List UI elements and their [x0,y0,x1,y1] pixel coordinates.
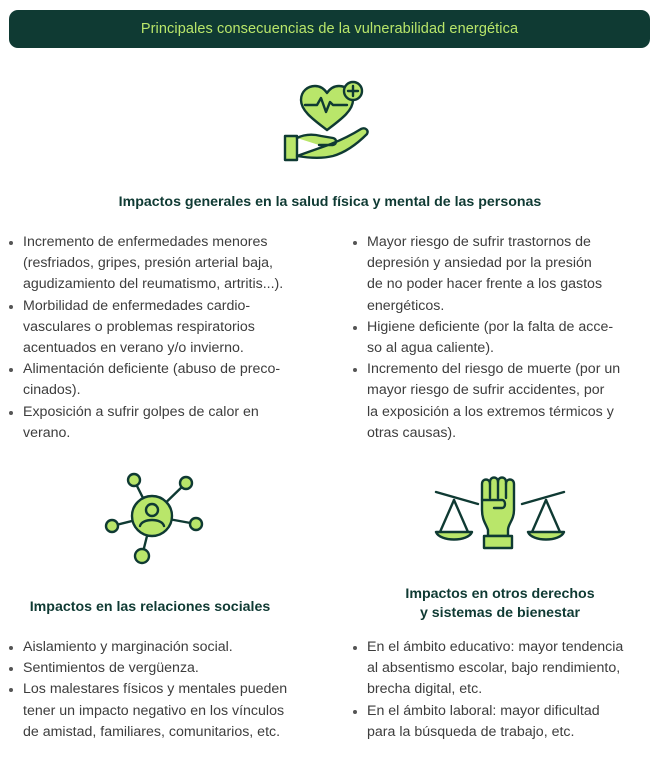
list-item-line: Incremento del riesgo de muerte (por un [367,361,621,378]
list-item: Alimentación deficiente (abuso de preco-… [8,359,328,401]
list-item-line: Los malestares físicos y mentales pueden [23,681,288,698]
list-item-line: En el ámbito educativo: mayor tendencia [367,639,624,655]
list-item: Incremento de enfermedades menores (resf… [8,232,328,296]
list-item-line: Mayor riesgo de sufrir trastornos de [367,234,591,250]
heading-salud: Impactos generales en la salud física y … [118,194,542,210]
list-item-line: depresión y ansiedad por la presión [367,255,592,272]
list-social: Aislamiento y marginación social. Sentim… [8,637,328,743]
list-item-line: agudizamiento del reumatismo, artritis..… [23,276,284,293]
social-network-icon [104,472,204,565]
banner-title: Principales consecuencias de la vulnerab… [140,21,519,37]
list-item-line: vasculares o problemas respiratorios [23,318,255,335]
heart-in-hand-icon [283,80,369,162]
list-item-line: para la búsqueda de trabajo, etc. [367,723,575,740]
list-item-line: tener un impacto negativo en los vínculo… [23,702,285,719]
list-item-line: otras causas). [367,424,457,441]
list-item-line: verano. [23,424,71,441]
list-item: Aislamiento y marginación social. [8,637,328,658]
list-item-line: energéticos. [367,297,445,314]
list-salud-left: Incremento de enfermedades menores (resf… [8,232,328,444]
heading-social: Impactos en las relaciones sociales [29,599,271,615]
list-item-line: so al agua caliente). [367,340,494,357]
list-item: Incremento del riesgo de muerte (por un … [352,359,652,444]
list-item: Morbilidad de enfermedades cardio- vascu… [8,296,328,360]
list-item: Los malestares físicos y mentales pueden… [8,679,328,743]
list-item: Higiene deficiente (por la falta de acce… [352,317,652,359]
list-item-line: cinados). [23,382,81,399]
list-item-line: Exposición a sufrir golpes de calor en [23,403,259,420]
list-item-line: Alimentación deficiente (abuso de preco- [23,361,281,378]
list-item-line: acentuados en verano y/o invierno. [23,340,244,357]
list-item-line: Incremento de enfermedades menores [23,234,268,250]
list-item-line: la exposición a los extremos térmicos y [367,403,614,420]
list-item-line: Aislamiento y marginación social. [23,639,233,655]
list-item-line: mayor riesgo de sufrir accidentes, por [367,382,605,399]
list-item-line: (resfriados, gripes, presión arterial ba… [23,255,273,272]
list-item-line: Higiene deficiente (por la falta de acce… [367,318,614,335]
list-item-line: al absentismo escolar, bajo rendimiento, [367,660,621,677]
list-item-line: de amistad, familiares, comunitarios, et… [23,723,281,740]
list-item-line: Morbilidad de enfermedades cardio- [23,297,251,314]
list-item-line: Sentimientos de vergüenza. [23,660,199,677]
heading-derechos: Impactos en otros derechos y sistemas de… [405,586,595,621]
list-item-line: de no poder hacer frente a los gastos [367,276,603,293]
title-banner: Principales consecuencias de la vulnerab… [9,10,650,48]
list-item: Mayor riesgo de sufrir trastornos de dep… [352,232,652,317]
list-item: En el ámbito educativo: mayor tendencia … [352,637,652,701]
list-derechos: En el ámbito educativo: mayor tendencia … [352,637,652,743]
list-item-line: En el ámbito laboral: mayor dificultad [367,702,600,719]
list-salud-right: Mayor riesgo de sufrir trastornos de dep… [352,232,652,444]
fist-scales-icon [434,476,566,550]
list-item: En el ámbito laboral: mayor dificultad p… [352,701,652,743]
list-item: Sentimientos de vergüenza. [8,658,328,679]
list-item: Exposición a sufrir golpes de calor en v… [8,402,328,444]
list-item-line: brecha digital, etc. [367,681,483,698]
